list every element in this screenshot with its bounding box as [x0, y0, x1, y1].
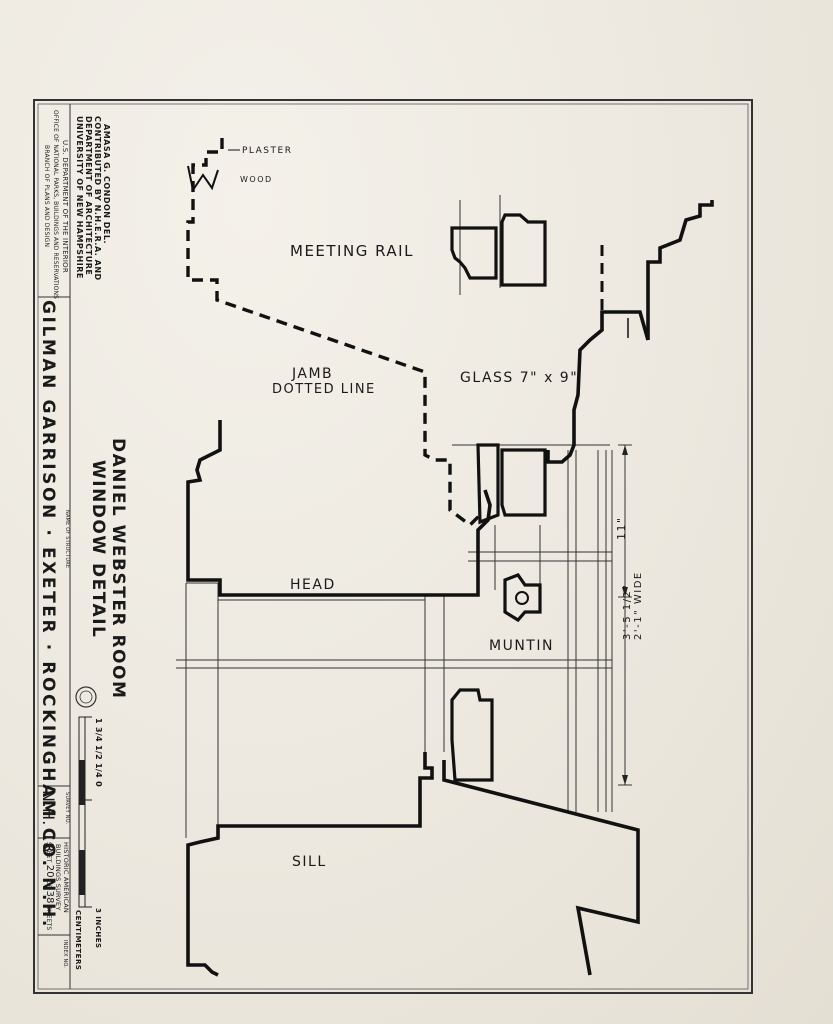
agency-line-2: OFFICE OF NATIONAL PARKS, BUILDINGS AND … — [52, 110, 59, 299]
label-jamb: JAMB — [291, 366, 333, 382]
contributor-line-3: UNIVERSITY OF NEW HAMPSHIRE — [75, 116, 84, 279]
meeting-rail-upper-sash — [500, 213, 547, 287]
label-meeting-rail: MEETING RAIL — [290, 242, 414, 260]
lower-sash-section — [450, 688, 494, 782]
dimension-arrow — [622, 587, 628, 597]
scale-centimeters-label: CENTIMETERS — [74, 910, 82, 970]
scale-fractions: 1 3/4 1/2 1/4 0 — [94, 718, 103, 787]
structure-caption: NAME OF STRUCTURE — [64, 510, 70, 568]
survey-caption: SURVEY NO. — [64, 792, 70, 825]
sash-stile-upper — [500, 448, 547, 517]
scale-bar — [78, 716, 86, 908]
scale-inches-label: 3 INCHES — [94, 908, 102, 949]
label-sill: SILL — [292, 854, 327, 870]
meeting-rail-lower-sash — [450, 226, 498, 280]
sheet-prefix: SHEET — [45, 842, 52, 863]
dimension-width: 2'-1" WIDE — [633, 571, 644, 640]
sheet-total: 38 — [44, 891, 55, 904]
jamb-dotted-outline — [186, 138, 482, 528]
survey-number: N.H. 18 — [39, 790, 58, 853]
sheet-suffix: SHEETS — [45, 906, 52, 931]
delineator-credit: AMASA G. CONDON DEL. — [102, 124, 111, 244]
muntin-core — [515, 591, 529, 605]
wood-hatch — [187, 165, 219, 193]
label-plaster: PLASTER — [242, 146, 292, 156]
scale-bar-fill — [79, 850, 85, 895]
dimension-arrow — [622, 775, 628, 785]
habs-seal-inner — [79, 690, 93, 704]
dimension-arrow — [622, 445, 628, 455]
agency-line-1: U.S. DEPARTMENT OF THE INTERIOR — [61, 140, 69, 273]
dimension-height: 3'-5 1/2" — [622, 584, 633, 640]
contributor-line-2: DEPARTMENT OF ARCHITECTURE — [84, 116, 93, 275]
habs-seal-icon — [75, 686, 97, 708]
construction-lines — [176, 195, 612, 838]
sheet-number-line: SHEET 20 OF 38 SHEETS — [44, 842, 55, 930]
index-caption: INDEX NO. — [62, 940, 68, 968]
structure-name: GILMAN GARRISON · EXETER · ROCKINGHAM CO… — [38, 300, 58, 929]
label-muntin: MUNTIN — [489, 638, 554, 654]
scale-bar-fill — [79, 760, 85, 805]
label-wood: WOOD — [240, 175, 273, 184]
label-glass: GLASS 7" x 9" — [460, 370, 578, 386]
sill-profile — [186, 752, 434, 977]
casing-molding — [646, 200, 714, 340]
label-head: HEAD — [290, 577, 336, 593]
sash-stile — [476, 443, 500, 525]
outer-border — [33, 99, 753, 994]
inner-border — [37, 103, 749, 990]
contributor-line-1: CONTRIBUTED BY N.H.E.R.A. AND — [93, 116, 102, 281]
label-dotted-line: DOTTED LINE — [272, 382, 376, 397]
drawing-title-line-1: DANIEL WEBSTER ROOM — [108, 438, 128, 699]
drawing-title-line-2: WINDOW DETAIL — [88, 460, 108, 638]
muntin-section — [503, 573, 542, 623]
agency-line-3: BRANCH OF PLANS AND DESIGN — [43, 145, 50, 247]
habs-line-2: BUILDINGS SURVEY — [54, 844, 62, 911]
dimension-11in: 11" — [615, 516, 628, 540]
head-profile — [186, 420, 492, 597]
habs-line-1: HISTORIC AMERICAN — [62, 842, 70, 913]
casing-profile — [546, 310, 650, 464]
sheet-number: 20 — [44, 865, 55, 878]
sill-slope — [442, 760, 640, 976]
sheet-of: OF — [45, 880, 52, 889]
